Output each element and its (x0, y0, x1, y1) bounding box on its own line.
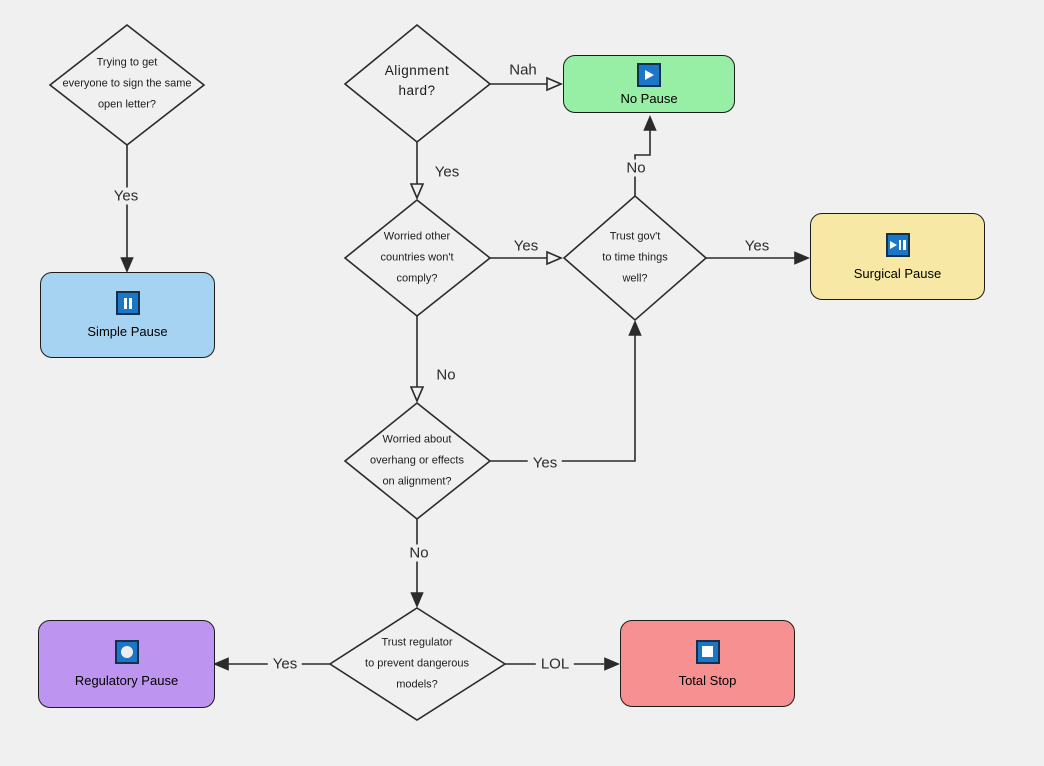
decision-line: Worried about (382, 433, 452, 446)
decision-alignment-hard: Alignment hard? (327, 61, 507, 101)
node-regulatory-pause: Regulatory Pause (38, 620, 215, 708)
decision-line: Worried other (383, 230, 451, 243)
edge-label-overhang-yes: Yes (527, 454, 563, 472)
decision-open-letter: Trying to get everyone to sign the same … (37, 53, 217, 116)
decision-trust-govt: Trust gov't to time things well? (545, 227, 725, 290)
node-no-pause: No Pause (563, 55, 735, 113)
decision-line: overhang or effects (370, 454, 464, 467)
decision-line: Trying to get (96, 56, 158, 69)
arrowhead-surgical-pause (794, 251, 811, 265)
edge-label-open-letter-yes: Yes (108, 187, 144, 205)
node-simple-pause: Simple Pause (40, 272, 215, 358)
stop-icon (695, 639, 720, 664)
node-surgical-pause-label: Surgical Pause (853, 265, 942, 281)
arrowhead-total-stop (604, 657, 621, 671)
arrowhead-overhang-yes (628, 319, 642, 336)
decision-line: to prevent dangerous (365, 657, 469, 670)
decision-countries-comply: Worried other countries won't comply? (327, 227, 507, 290)
edge-label-govt-yes: Yes (744, 237, 770, 255)
play-icon (637, 62, 661, 87)
decision-overhang: Worried about overhang or effects on ali… (327, 430, 507, 493)
edge-overhang-yes (490, 334, 636, 462)
arrowhead-govt-no (643, 114, 657, 131)
arrowhead-open-countries-yes (546, 250, 564, 266)
play-pause-icon (885, 232, 910, 257)
decision-line: Trust gov't (609, 230, 661, 243)
pause-icon (115, 291, 140, 315)
decision-trust-regulator-shape (328, 607, 507, 721)
node-no-pause-label: No Pause (620, 90, 678, 106)
edge-label-govt-no: No (621, 159, 651, 177)
decision-line: Trust regulator (381, 636, 453, 649)
node-total-stop-label: Total Stop (678, 672, 737, 688)
decision-line: comply? (396, 272, 438, 285)
decision-line: models? (396, 678, 438, 691)
arrowhead-open-alignment-yes (409, 183, 425, 201)
decision-line: everyone to sign the same (62, 77, 192, 90)
edge-label-regulator-yes: Yes (267, 655, 303, 673)
node-total-stop: Total Stop (620, 620, 795, 707)
arrowhead-simple-pause (120, 257, 134, 274)
decision-line: hard? (398, 83, 436, 98)
arrowhead-open-nah (546, 76, 564, 92)
edge-label-countries-yes: Yes (513, 237, 539, 255)
node-surgical-pause: Surgical Pause (810, 213, 985, 300)
record-icon (114, 640, 139, 664)
node-simple-pause-label: Simple Pause (87, 324, 168, 339)
edge-label-alignment-yes: Yes (434, 163, 460, 181)
arrowhead-open-countries-no (409, 386, 425, 404)
edge-label-regulator-lol: LOL (535, 655, 575, 673)
decision-line: countries won't (380, 251, 454, 264)
edge-label-alignment-nah: Nah (509, 61, 537, 79)
edge-label-overhang-no: No (404, 544, 434, 562)
node-regulatory-pause-label: Regulatory Pause (74, 673, 179, 688)
edge-label-countries-no: No (436, 366, 456, 384)
decision-trust-regulator: Trust regulator to prevent dangerous mod… (327, 633, 507, 696)
decision-line: open letter? (97, 98, 157, 111)
decision-line: on alignment? (382, 475, 452, 488)
decision-line: to time things (602, 251, 668, 264)
decision-line: Alignment (384, 63, 450, 78)
arrowhead-regulatory-pause (212, 657, 229, 671)
decision-line: well? (622, 272, 648, 285)
arrowhead-trust-regulator (410, 592, 424, 609)
